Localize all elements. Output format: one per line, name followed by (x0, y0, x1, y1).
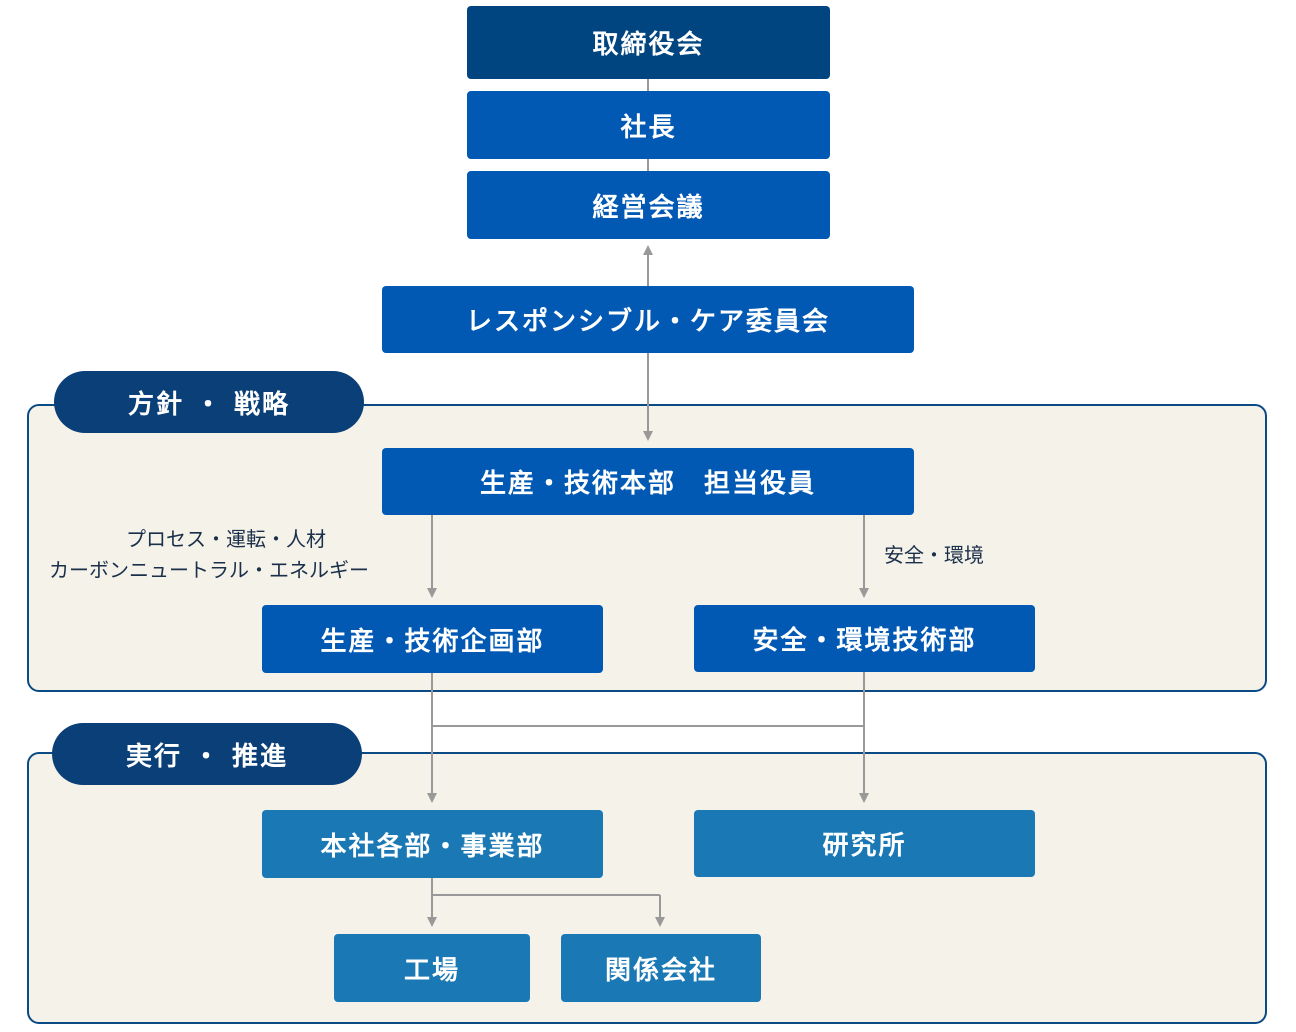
safety-edge-label: 安全・環境 (884, 543, 984, 567)
safety-dept-box: 安全・環境技術部 (694, 605, 1035, 672)
execution-section-label: 実行 ・ 推進 (52, 723, 362, 785)
planning-dept-box: 生産・技術企画部 (262, 605, 603, 673)
policy-section-label: 方針 ・ 戦略 (54, 371, 364, 433)
planning-edge-label-line1: プロセス・運転・人材 (126, 527, 326, 551)
board-box: 取締役会 (467, 6, 830, 79)
research-lab-box: 研究所 (694, 810, 1035, 877)
factory-box: 工場 (334, 934, 530, 1002)
management-meeting-box: 経営会議 (467, 171, 830, 239)
president-box: 社長 (467, 91, 830, 159)
production-officer-box: 生産・技術本部 担当役員 (382, 448, 914, 515)
hq-divisions-box: 本社各部・事業部 (262, 810, 603, 878)
planning-edge-label-line2: カーボンニュートラル・エネルギー (49, 558, 369, 582)
rc-committee-box: レスポンシブル・ケア委員会 (382, 286, 914, 353)
affiliates-box: 関係会社 (561, 934, 761, 1002)
